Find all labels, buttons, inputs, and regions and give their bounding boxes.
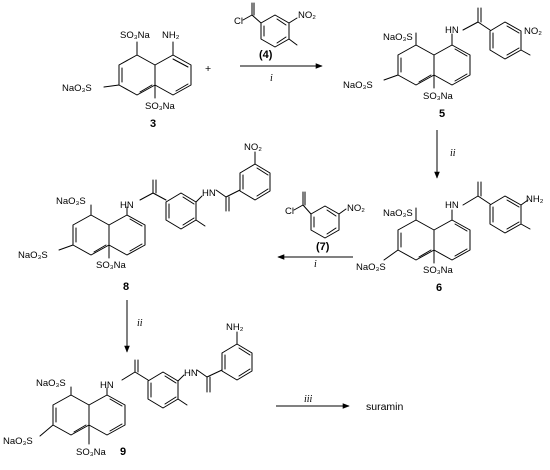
compound-9-nh2: NH₂ (226, 322, 244, 333)
compound-6-so3na-left: NaO₃S (356, 262, 386, 273)
compound-9-structure (39, 331, 253, 445)
condition-step-1: i (270, 73, 273, 84)
compound-6-number: 6 (436, 282, 442, 294)
compound-5-number: 5 (439, 108, 445, 120)
condition-step-2: ii (450, 148, 456, 159)
compound-9-hn: HN (100, 380, 114, 391)
compound-6-so3na-top: NaO₃S (383, 208, 413, 219)
compound-3-naphthalene (103, 41, 192, 99)
compound-8-no2: NO₂ (244, 142, 262, 153)
compound-5-so3na-left: NaO₃S (343, 80, 373, 91)
compound-9-number: 9 (120, 446, 126, 458)
compound-6-so3na-bottom: SO₃Na (423, 265, 453, 276)
compound-9-so3na-left: NaO₃S (3, 436, 33, 447)
compound-4-cl: Cl (234, 16, 243, 27)
compound-6-structure (383, 181, 531, 264)
compound-7-structure (293, 191, 347, 239)
compound-3-so3na-bottom: SO₃Na (145, 101, 175, 112)
compound-8-number: 8 (123, 281, 129, 293)
compound-5-so3na-top: NaO₃S (383, 32, 413, 43)
compound-9: NaO₃S HN HN NH₂ NaO₃S SO₃Na 9 (3, 322, 253, 458)
compound-8-so3na-left: NaO₃S (18, 250, 48, 261)
compound-6-nh2: NH₂ (526, 194, 544, 205)
compound-8-hn2: HN (202, 188, 216, 199)
condition-step-3: i (314, 259, 317, 270)
compound-3-so3na-left: NaO₃S (62, 83, 92, 94)
compound-5-no2: NO₂ (524, 26, 542, 37)
compound-3-so3na-top: SO₃Na (120, 30, 150, 41)
compound-3-number: 3 (150, 118, 156, 130)
compound-6: NaO₃S HN NH₂ NaO₃S SO₃Na 6 (356, 181, 544, 294)
compound-8-so3na-top: NaO₃S (56, 196, 86, 207)
compound-4-no2: NO₂ (298, 10, 316, 21)
compound-7-cl: Cl (285, 206, 294, 217)
compound-7-number: (7) (316, 241, 330, 253)
compound-9-so3na-top: NaO₃S (36, 378, 66, 389)
compound-9-hn2: HN (184, 368, 198, 379)
compound-7: Cl NO₂ (7) (285, 191, 365, 253)
condition-step-5: iii (304, 394, 313, 405)
compound-6-hn: HN (445, 200, 459, 211)
compound-5-hn: HN (445, 25, 459, 36)
compound-9-so3na-bottom: SO₃Na (76, 447, 106, 458)
compound-4-number: (4) (259, 49, 273, 61)
compound-8-so3na-bottom: SO₃Na (96, 260, 126, 271)
compound-3-nh2: NH₂ (162, 30, 180, 41)
compound-8-hn: HN (120, 200, 134, 211)
compound-5-structure (383, 7, 531, 89)
compound-5: NaO₃S HN NO₂ NaO₃S SO₃Na 5 (343, 7, 542, 120)
compound-4-structure (242, 2, 298, 48)
product-suramin: suramin (366, 401, 404, 413)
compound-8: NaO₃S HN HN NO₂ NaO₃S SO₃Na 8 (18, 142, 271, 293)
compound-7-no2: NO₂ (347, 203, 365, 214)
compound-5-so3na-bottom: SO₃Na (423, 91, 453, 102)
compound-4: Cl NO₂ (4) (234, 2, 316, 61)
compound-3: SO₃Na NH₂ NaO₃S SO₃Na 3 (62, 30, 192, 130)
condition-step-4: ii (137, 318, 143, 329)
compound-8-structure (58, 151, 271, 259)
plus-sign: + (205, 63, 211, 75)
